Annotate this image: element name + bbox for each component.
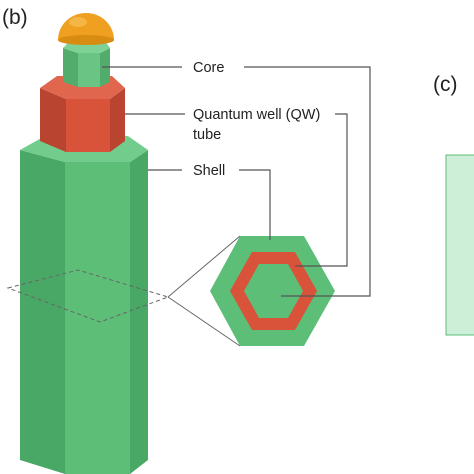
qw-right-face: [110, 88, 125, 152]
qw-front-face: [66, 99, 110, 152]
cap-highlight: [69, 17, 87, 27]
shell-right-face: [130, 150, 148, 474]
qw-leader-to-cross-section: [295, 113, 348, 267]
panel-c-label: (c): [433, 73, 458, 96]
qw-prism: [40, 76, 125, 152]
shell-front-face: [65, 162, 130, 474]
shell-leader-to-cross-section: [239, 169, 271, 240]
shell-side-face: [20, 150, 65, 474]
cap-base: [58, 35, 114, 45]
qw-label-line2: tube: [193, 127, 221, 143]
core-label: Core: [193, 60, 224, 76]
nanowire: [6, 13, 170, 474]
catalyst-cap: [58, 13, 114, 45]
cross-section-core: [244, 264, 303, 318]
zoom-line-lower: [167, 296, 241, 347]
core-side-face: [63, 48, 78, 87]
qw-label-line1: Quantum well (QW): [193, 107, 320, 123]
shell-label: Shell: [193, 163, 225, 179]
leader-lines: [102, 66, 371, 297]
shell-prism: [20, 136, 148, 474]
core-prism: [63, 41, 110, 87]
panel-c-nanowire: [445, 154, 474, 336]
panel-b-label: (b): [2, 6, 28, 29]
cross-section: [210, 236, 335, 346]
core-leader-to-cross-section: [244, 66, 371, 297]
core-front-face: [78, 53, 100, 87]
zoom-line-upper: [167, 235, 241, 298]
qw-side-face: [40, 88, 66, 152]
